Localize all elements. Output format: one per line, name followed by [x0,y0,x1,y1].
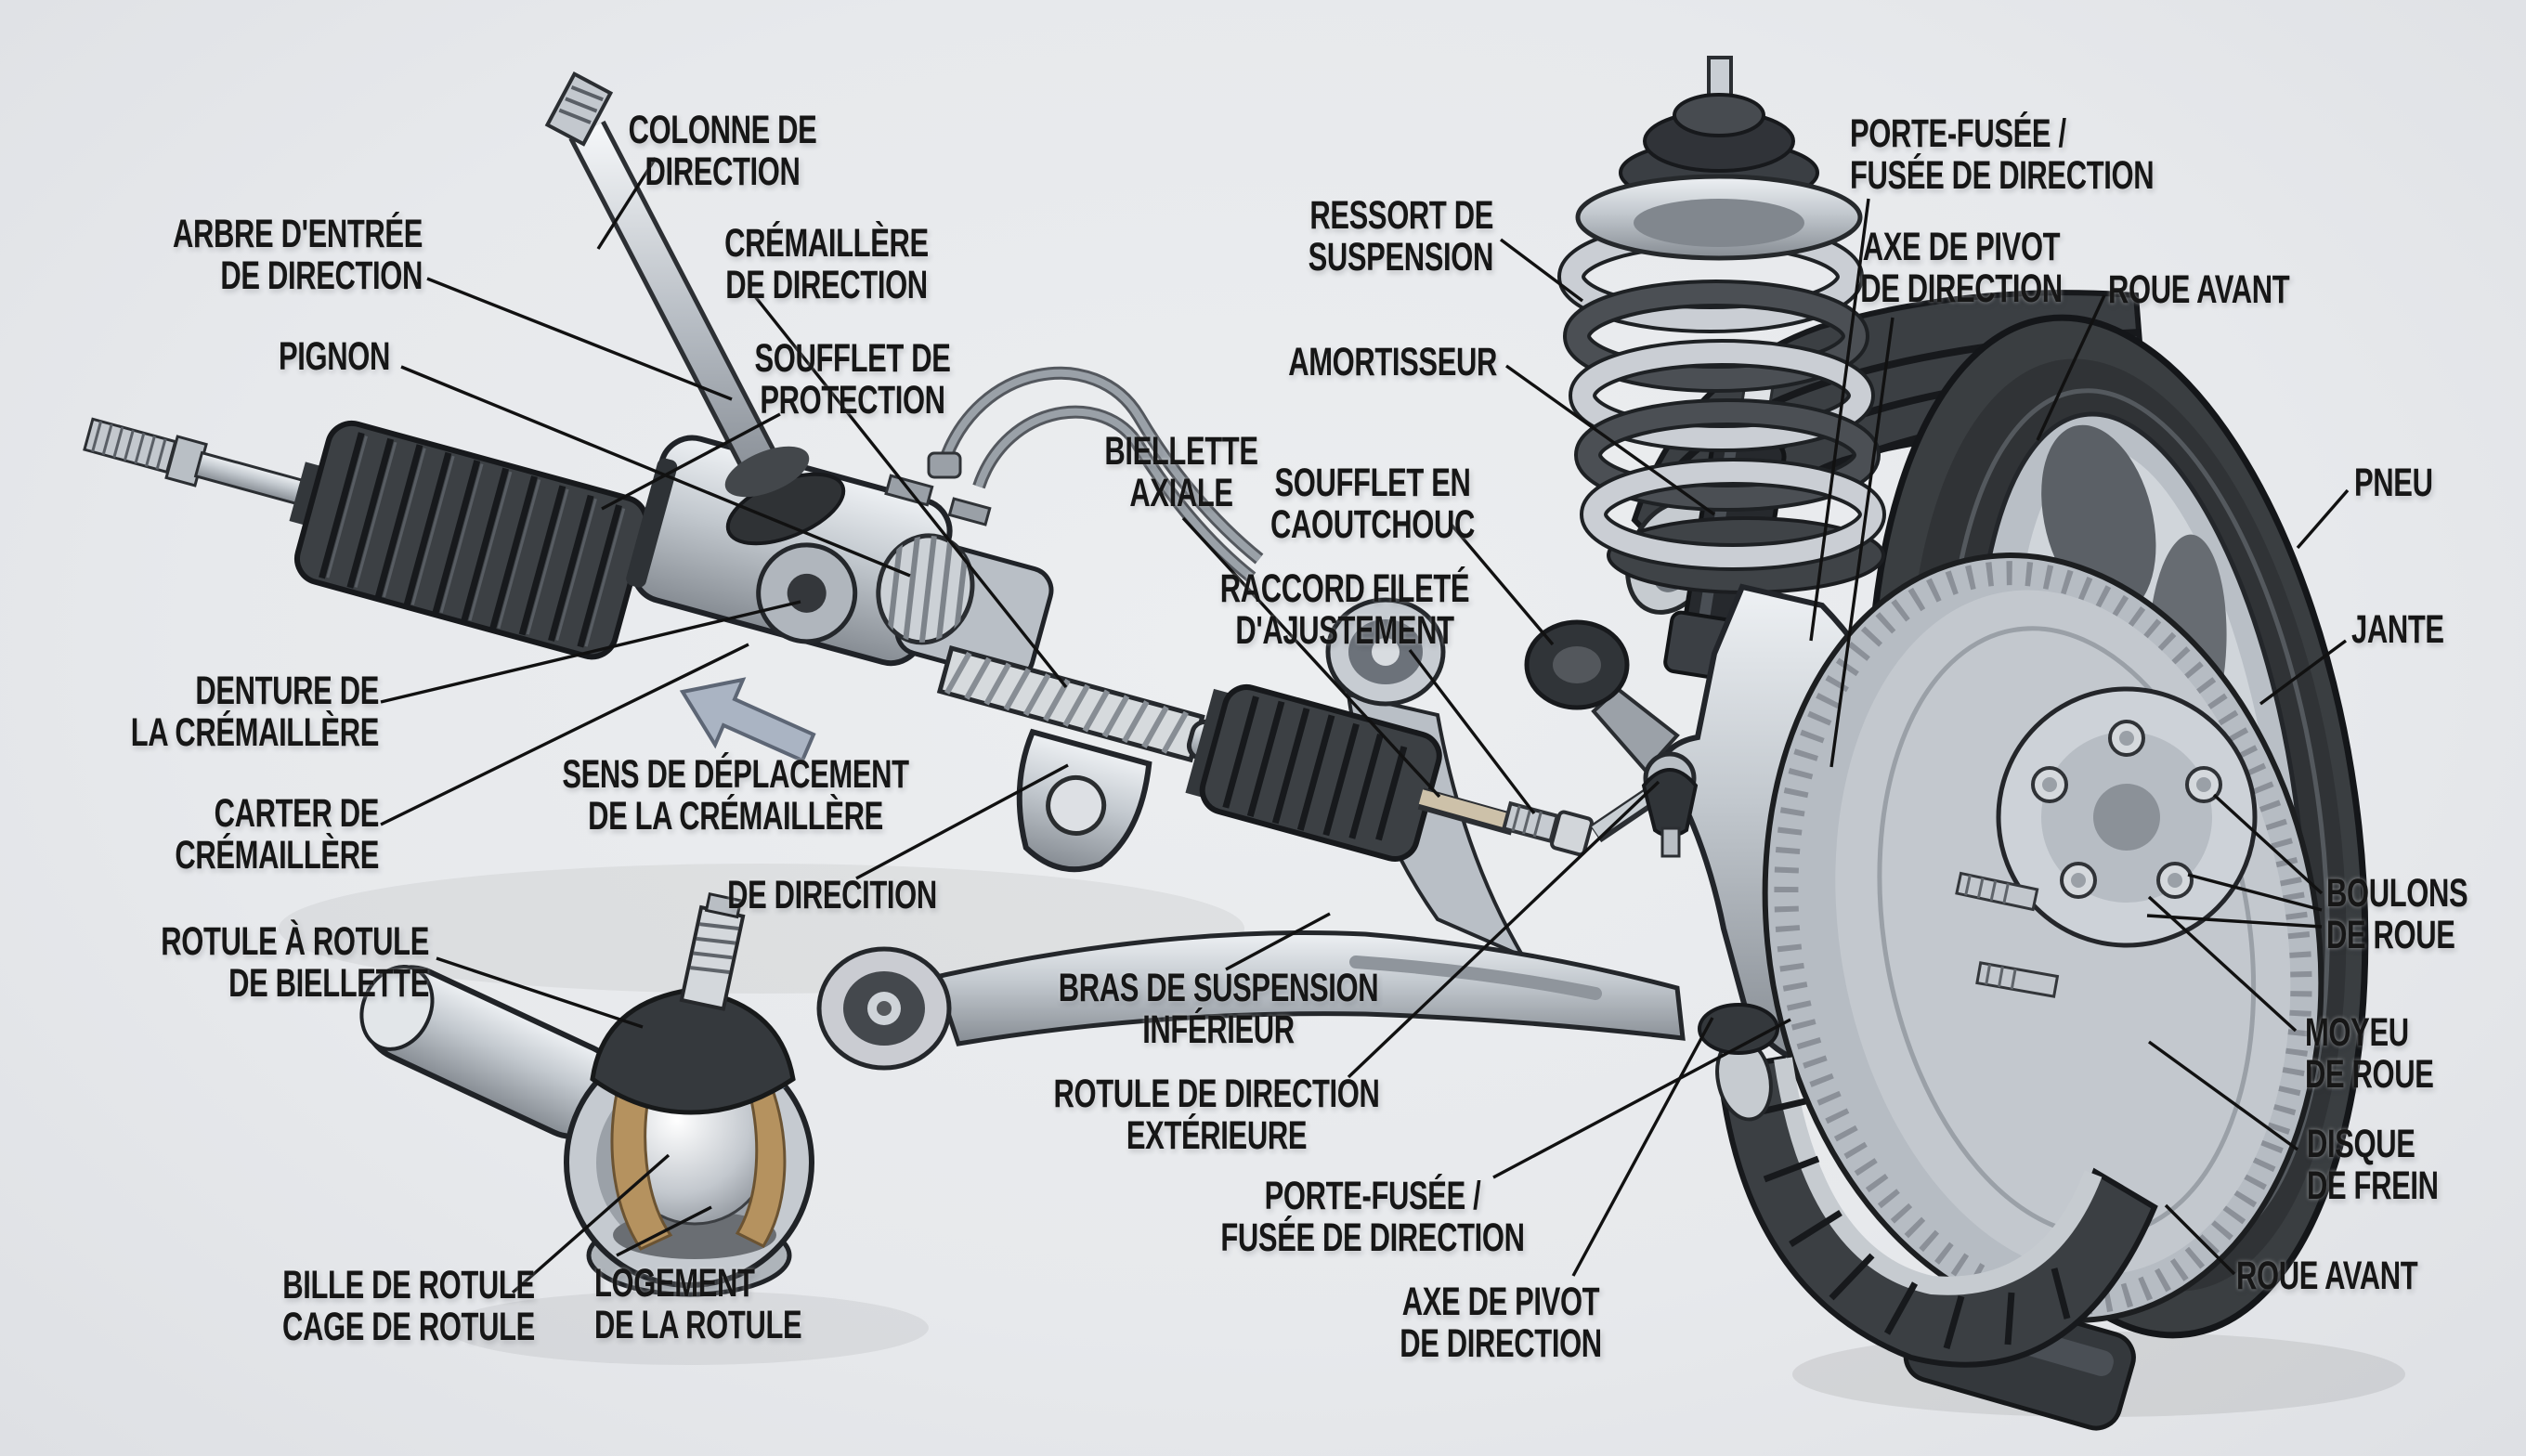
coil-spring [1557,220,1886,594]
ball-cage-right [735,1083,787,1248]
label-denture-de-la-cremaillere: DENTURE DE LA CRÉMAILLÈRE [130,669,380,756]
tire-tread-section-bottom [1715,1036,2158,1368]
pinion-gear [876,526,975,654]
leader-jante [2259,639,2348,706]
leader-logement [616,1205,712,1257]
label-soufflet-de-protection: SOUFFLET DE PROTECTION [754,336,951,423]
label-logement-de-la-rotule: LOGEMENT DE LA ROTULE [594,1261,802,1348]
leader-boulons-2 [2187,873,2323,912]
wheel-stud [1955,871,2039,912]
column-threads [544,71,614,147]
label-boulons-de-roue: BOULONS DE ROUE [2326,871,2468,958]
leader-biellette [1181,516,1441,799]
label-roue-avant-bas: ROUE AVANT [2236,1254,2418,1298]
tie-rod-end-cutaway [359,891,814,1297]
label-rotule-a-rotule-de-biellette: ROTULE À ROTULE DE BIELLETTE [161,919,429,1007]
label-bille-cage-de-rotule: BILLE DE ROTULE CAGE DE ROTULE [282,1263,535,1350]
control-arm-ball-joint [1698,1003,1779,1055]
ball-cage-left [610,1075,673,1251]
inner-tie-rod-left [83,417,308,507]
strut-top-mount [1575,56,1863,261]
wheel-stud [1975,961,2060,998]
leader-porte-fusee-haut [1809,198,1870,642]
leader-denture [380,600,801,704]
label-de-direcition: DE DIRECITION [727,873,937,917]
label-moyeu-de-roue: MOYEU DE ROUE [2305,1010,2434,1098]
leader-soufflet-caoutchouc [1449,522,1555,646]
leader-bras [1225,912,1331,971]
label-amortisseur: AMORTISSEUR [1288,340,1497,384]
label-jante: JANTE [2351,607,2444,652]
label-porte-fusee-bas: PORTE-FUSÉE / FUSÉE DE DIRECTION [1220,1174,1525,1261]
leader-lines [380,157,2350,1294]
label-porte-fusee-haut: PORTE-FUSÉE / FUSÉE DE DIRECTION [1850,111,2155,199]
leader-raccord [1408,648,1536,815]
leader-porte-fusee-bas [1492,1018,1791,1179]
label-biellette-axiale: BIELLETTE AXIALE [1104,429,1258,516]
lug-bolts [2031,720,2222,899]
label-carter-de-cremaillere: CARTER DE CRÉMAILLÈRE [175,791,379,878]
leader-de-direcition [855,763,1069,880]
label-roue-avant-haut: ROUE AVANT [2108,267,2290,312]
left-rack-boot [293,420,650,660]
label-disque-de-frein: DISQUE DE FREIN [2307,1122,2439,1209]
ball-joint-boot [590,987,796,1115]
leader-roue-avant-haut [2036,294,2106,441]
leader-pneu [2296,488,2350,550]
leader-pignon [400,365,911,578]
label-arbre-entree-de-direction: ARBRE D'ENTRÉE DE DIRECTION [173,212,423,299]
leader-moyeu [2147,895,2298,1033]
leader-arbre [426,277,733,401]
hydraulic-lines [927,366,1264,583]
label-cremaillere-de-direction: CRÉMAILLÈRE DE DIRECTION [724,221,929,308]
leader-colonne [596,157,658,250]
outer-tie-rod [1417,751,1699,858]
label-pneu: PNEU [2354,461,2433,505]
wheel-hub [1955,686,2258,998]
label-sens-de-deplacement: SENS DE DÉPLACEMENT DE LA CRÉMAILLÈRE [562,752,909,839]
leader-axe-pivot-haut [1829,317,1894,768]
label-pignon: PIGNON [279,334,390,379]
leader-disque [2148,1040,2298,1151]
label-colonne-de-direction: COLONNE DE DIRECTION [628,108,817,195]
leader-soufflet-protection [601,412,781,511]
label-ressort-de-suspension: RESSORT DE SUSPENSION [1308,193,1494,280]
label-soufflet-en-caoutchouc: SOUFFLET EN CAOUTCHOUC [1270,461,1475,548]
steering-column [544,71,846,546]
threaded-adjuster [1501,800,1594,857]
strut-assembly [1557,56,1886,686]
mounting-bracket [1016,728,1152,873]
leader-bille [511,1153,671,1294]
rack-travel-arrow-icon [679,677,816,763]
leader-axe-pivot-bas [1571,1017,1714,1277]
label-bras-de-suspension-inferieur: BRAS DE SUSPENSION INFÉRIEUR [1058,966,1379,1053]
label-raccord-filete-ajustement: RACCORD FILETÉ D'AJUSTEMENT [1219,566,1470,654]
label-axe-de-pivot-haut: AXE DE PIVOT DE DIRECTION [1860,225,2063,312]
leader-boulons-1 [2212,793,2324,895]
label-axe-de-pivot-bas: AXE DE PIVOT DE DIRECTION [1400,1280,1602,1367]
label-rotule-de-direction-exterieure: ROTULE DE DIRECTION EXTÉRIEURE [1053,1072,1380,1159]
leader-cremaillere [752,293,1068,689]
leader-amortisseur [1505,364,1715,516]
leader-carter [380,643,749,826]
ball-joint-stud [679,891,746,1011]
leader-rotule-a-rotule [436,956,644,1029]
outer-tie-rod-ball-joint [1641,751,1699,858]
leader-boulons-3 [2146,914,2323,929]
leader-rotule-exterieure [1347,780,1660,1079]
leader-ressort [1499,238,1584,303]
leader-roue-avant-bas [2164,1203,2236,1276]
rack-housing [626,435,1054,682]
